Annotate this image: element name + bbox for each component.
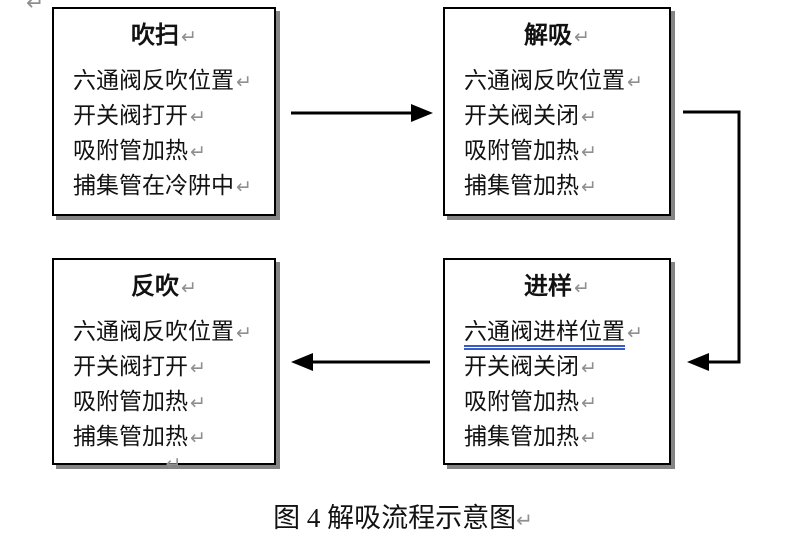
box-title-text: 反吹 — [131, 274, 180, 300]
box-line: 六通阀进样位置↵ — [464, 315, 669, 350]
box-title: 进样↵ — [445, 273, 669, 302]
box-line: 吸附管加热↵ — [73, 134, 274, 169]
return-mark: ↵ — [581, 106, 597, 128]
box-line-text: 捕集管在冷阱中 — [73, 173, 234, 198]
box-title-text: 解吸 — [524, 23, 573, 49]
return-mark: ↵ — [574, 26, 590, 48]
box-body: 六通阀进样位置↵ 开关阀关闭↵ 吸附管加热↵ 捕集管加热↵ — [445, 315, 669, 455]
return-mark: ↵ — [236, 176, 252, 198]
box-title: 吹扫↵ — [54, 22, 274, 51]
box-title: 反吹↵ — [54, 273, 274, 302]
box-line-text: 六通阀反吹位置 — [73, 319, 234, 344]
box-title-text: 进样 — [524, 274, 573, 300]
box-line: 捕集管加热↵ — [464, 169, 669, 204]
figure-caption-text: 图 4 解吸流程示意图 — [273, 503, 517, 533]
box-line: 六通阀反吹位置↵ — [73, 315, 274, 350]
return-mark: ↵ — [236, 322, 252, 344]
box-line: 吸附管加热↵ — [464, 385, 669, 420]
return-mark: ↵ — [181, 26, 197, 48]
box-line-text: 捕集管加热 — [73, 424, 188, 449]
box-line-text: 吸附管加热 — [73, 389, 188, 414]
box-line: 开关阀关闭↵ — [464, 99, 669, 134]
box-line: 开关阀打开↵ — [73, 350, 274, 385]
paragraph-return-mark: ↵ — [26, 0, 45, 16]
box-line-text: 吸附管加热 — [464, 389, 579, 414]
box-line: 六通阀反吹位置↵ — [73, 64, 274, 99]
box-line: 吸附管加热↵ — [73, 385, 274, 420]
box-line-text: 开关阀关闭 — [464, 103, 579, 128]
return-mark: ↵ — [190, 357, 206, 379]
return-mark: ↵ — [581, 392, 597, 414]
figure-caption: 图 4 解吸流程示意图↵ — [0, 501, 806, 537]
box-title-text: 吹扫 — [131, 23, 180, 49]
box-line-text: 吸附管加热 — [73, 138, 188, 163]
box-line-text: 开关阀关闭 — [464, 354, 579, 379]
box-body: 六通阀反吹位置↵ 开关阀关闭↵ 吸附管加热↵ 捕集管加热↵ — [445, 64, 669, 204]
empty-paragraph-line: ↵ — [73, 453, 274, 475]
arrow-inject-to-backflush — [291, 353, 430, 371]
box-line-text: 开关阀打开 — [73, 103, 188, 128]
box-line-text: 开关阀打开 — [73, 354, 188, 379]
box-line: 开关阀关闭↵ — [464, 350, 669, 385]
box-line: 吸附管加热↵ — [464, 134, 669, 169]
flow-box-purge: 吹扫↵ 六通阀反吹位置↵ 开关阀打开↵ 吸附管加热↵ 捕集管在冷阱中↵ — [52, 7, 276, 216]
box-line-text: 捕集管加热 — [464, 173, 579, 198]
return-mark: ↵ — [627, 322, 643, 344]
flow-box-desorb: 解吸↵ 六通阀反吹位置↵ 开关阀关闭↵ 吸附管加热↵ 捕集管加热↵ — [443, 7, 671, 216]
box-line-text: 捕集管加热 — [464, 424, 579, 449]
return-mark: ↵ — [516, 508, 533, 532]
return-mark: ↵ — [190, 392, 206, 414]
arrow-purge-to-desorb — [291, 104, 433, 122]
return-mark: ↵ — [236, 71, 252, 93]
return-mark: ↵ — [581, 427, 597, 449]
box-line: 开关阀打开↵ — [73, 99, 274, 134]
box-body: 六通阀反吹位置↵ 开关阀打开↵ 吸附管加热↵ 捕集管加热↵ ↵ — [54, 315, 274, 475]
box-line-text: 六通阀反吹位置 — [464, 68, 625, 93]
flow-box-backflush: 反吹↵ 六通阀反吹位置↵ 开关阀打开↵ 吸附管加热↵ 捕集管加热↵ ↵ — [52, 258, 276, 474]
box-line-text-underlined: 六通阀进样位置 — [464, 319, 625, 350]
box-line-text: 吸附管加热 — [464, 138, 579, 163]
box-line: 捕集管在冷阱中↵ — [73, 169, 274, 204]
box-line: 六通阀反吹位置↵ — [464, 64, 669, 99]
box-line: 捕集管加热↵ — [464, 420, 669, 455]
box-line-text: 六通阀反吹位置 — [73, 68, 234, 93]
return-mark: ↵ — [190, 106, 206, 128]
return-mark: ↵ — [181, 277, 197, 299]
return-mark: ↵ — [581, 176, 597, 198]
return-mark: ↵ — [574, 277, 590, 299]
box-line: 捕集管加热↵ — [73, 420, 274, 455]
box-body: 六通阀反吹位置↵ 开关阀打开↵ 吸附管加热↵ 捕集管在冷阱中↵ — [54, 64, 274, 204]
return-mark: ↵ — [190, 141, 206, 163]
return-mark: ↵ — [581, 141, 597, 163]
flow-box-inject: 进样↵ 六通阀进样位置↵ 开关阀关闭↵ 吸附管加热↵ 捕集管加热↵ — [443, 258, 671, 465]
return-mark: ↵ — [581, 357, 597, 379]
arrow-desorb-to-inject — [683, 110, 741, 371]
return-mark: ↵ — [190, 427, 206, 449]
return-mark: ↵ — [165, 453, 182, 475]
box-title: 解吸↵ — [445, 22, 669, 51]
return-mark: ↵ — [627, 71, 643, 93]
